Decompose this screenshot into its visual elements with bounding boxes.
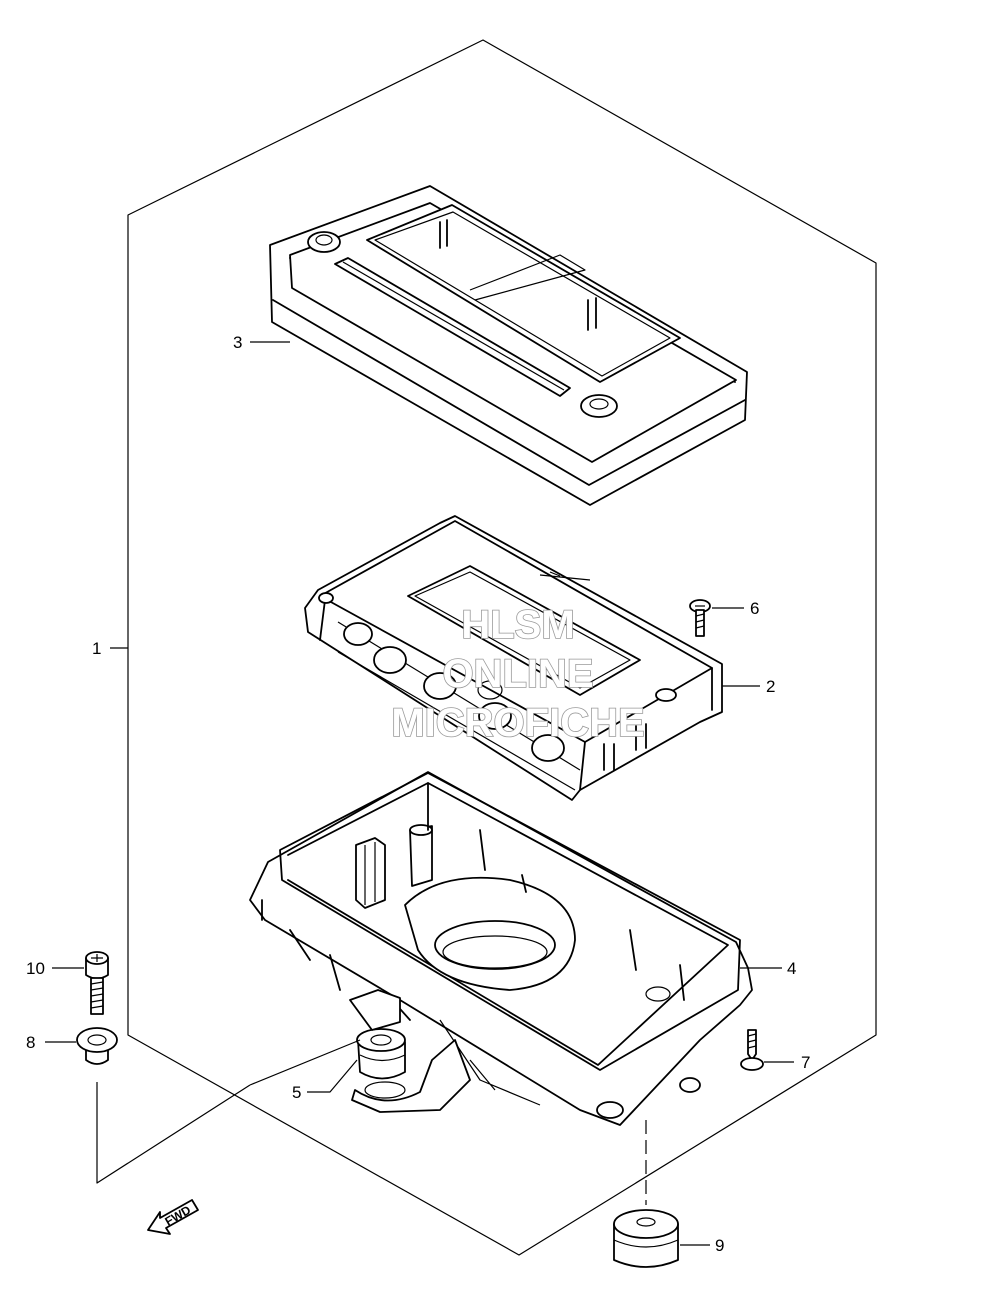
leader-lines xyxy=(45,341,794,1246)
callout-6[interactable]: 6 xyxy=(750,599,759,618)
part-3-cover[interactable] xyxy=(269,185,748,506)
callout-3[interactable]: 3 xyxy=(233,333,242,352)
watermark-line-1: HLSM xyxy=(461,603,574,647)
part-9-cushion[interactable] xyxy=(613,1209,679,1268)
part-10-bolt[interactable] xyxy=(85,951,109,1015)
watermark-line-3: MICROFICHE xyxy=(391,701,644,745)
callout-7[interactable]: 7 xyxy=(801,1053,810,1072)
part-5-grommet[interactable] xyxy=(349,989,471,1113)
part-6-screw[interactable] xyxy=(689,599,711,637)
callout-labels: 1 2 3 4 5 6 7 8 9 10 xyxy=(26,333,810,1255)
part-7-tapping-screw[interactable] xyxy=(740,1029,764,1071)
callout-2[interactable]: 2 xyxy=(766,677,775,696)
watermark-line-2: ONLINE xyxy=(442,652,593,696)
part-8-collar[interactable] xyxy=(76,1027,118,1065)
fwd-direction-arrow: FWD xyxy=(147,1199,199,1235)
callout-5[interactable]: 5 xyxy=(292,1083,301,1102)
callout-4[interactable]: 4 xyxy=(787,959,796,978)
fwd-arrow-icon xyxy=(147,1199,199,1235)
callout-10[interactable]: 10 xyxy=(26,959,45,978)
callout-8[interactable]: 8 xyxy=(26,1033,35,1052)
watermark: HLSM ONLINE MICROFICHE xyxy=(391,602,646,746)
callout-1[interactable]: 1 xyxy=(92,639,101,658)
part-2-meter-unit[interactable] xyxy=(304,515,723,801)
callout-9[interactable]: 9 xyxy=(715,1236,724,1255)
assembly-outline xyxy=(127,39,877,1256)
part-4-lower-case[interactable] xyxy=(249,771,753,1126)
